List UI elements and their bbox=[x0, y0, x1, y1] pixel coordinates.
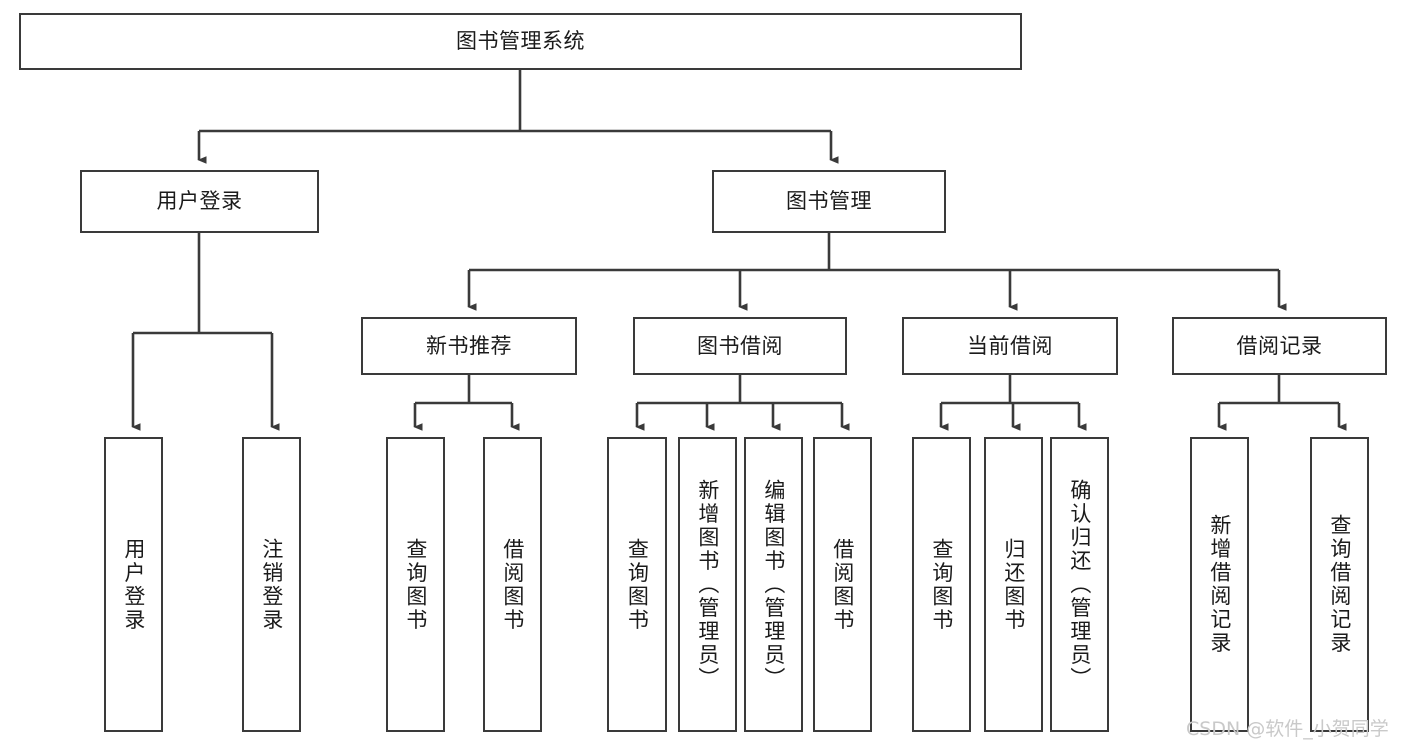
node-leaf-confirm-return[interactable]: 确认归还（管理员） bbox=[1050, 437, 1109, 732]
node-leaf-query-book-1-label: 查询图书 bbox=[403, 537, 428, 632]
node-new-book-rec[interactable]: 新书推荐 bbox=[361, 317, 577, 375]
node-leaf-query-book-2-label: 查询图书 bbox=[625, 537, 650, 632]
node-leaf-borrow-book-2-label: 借阅图书 bbox=[830, 537, 855, 632]
node-leaf-borrow-book-1[interactable]: 借阅图书 bbox=[483, 437, 542, 732]
node-leaf-borrow-book-1-label: 借阅图书 bbox=[500, 537, 525, 632]
node-leaf-query-record-label: 查询借阅记录 bbox=[1327, 514, 1352, 655]
node-borrow-record-label: 借阅记录 bbox=[1236, 333, 1323, 358]
node-leaf-query-book-3-label: 查询图书 bbox=[929, 537, 954, 632]
node-new-book-rec-label: 新书推荐 bbox=[426, 333, 512, 358]
node-leaf-query-book-3[interactable]: 查询图书 bbox=[912, 437, 971, 732]
node-book-manage-group[interactable]: 图书管理 bbox=[712, 170, 946, 233]
node-root[interactable]: 图书管理系统 bbox=[19, 13, 1022, 70]
node-leaf-borrow-book-2[interactable]: 借阅图书 bbox=[813, 437, 872, 732]
node-book-borrow[interactable]: 图书借阅 bbox=[633, 317, 847, 375]
node-leaf-confirm-return-label: 确认归还（管理员） bbox=[1067, 478, 1092, 691]
node-leaf-return-book[interactable]: 归还图书 bbox=[984, 437, 1043, 732]
node-leaf-user-logout[interactable]: 注销登录 bbox=[242, 437, 301, 732]
node-leaf-query-record[interactable]: 查询借阅记录 bbox=[1310, 437, 1369, 732]
node-leaf-return-book-label: 归还图书 bbox=[1001, 537, 1026, 632]
node-borrow-record[interactable]: 借阅记录 bbox=[1172, 317, 1387, 375]
node-root-label: 图书管理系统 bbox=[456, 29, 585, 54]
node-leaf-user-login-label: 用户登录 bbox=[121, 537, 146, 632]
node-user-login-group-label: 用户登录 bbox=[156, 189, 243, 214]
node-leaf-add-book[interactable]: 新增图书（管理员） bbox=[678, 437, 737, 732]
node-leaf-user-login[interactable]: 用户登录 bbox=[104, 437, 163, 732]
node-current-borrow-label: 当前借阅 bbox=[967, 333, 1053, 358]
node-leaf-add-record[interactable]: 新增借阅记录 bbox=[1190, 437, 1249, 732]
csdn-watermark: CSDN @软件_小贺同学 bbox=[1186, 718, 1389, 740]
node-current-borrow[interactable]: 当前借阅 bbox=[902, 317, 1118, 375]
node-leaf-query-book-1[interactable]: 查询图书 bbox=[386, 437, 445, 732]
node-leaf-user-logout-label: 注销登录 bbox=[259, 537, 284, 632]
node-user-login-group[interactable]: 用户登录 bbox=[80, 170, 319, 233]
node-book-borrow-label: 图书借阅 bbox=[697, 333, 783, 358]
node-leaf-add-record-label: 新增借阅记录 bbox=[1207, 514, 1232, 655]
node-leaf-edit-book[interactable]: 编辑图书（管理员） bbox=[744, 437, 803, 732]
node-leaf-edit-book-label: 编辑图书（管理员） bbox=[761, 478, 786, 691]
node-leaf-query-book-2[interactable]: 查询图书 bbox=[607, 437, 667, 732]
node-leaf-add-book-label: 新增图书（管理员） bbox=[695, 478, 720, 691]
node-book-manage-group-label: 图书管理 bbox=[786, 189, 872, 214]
